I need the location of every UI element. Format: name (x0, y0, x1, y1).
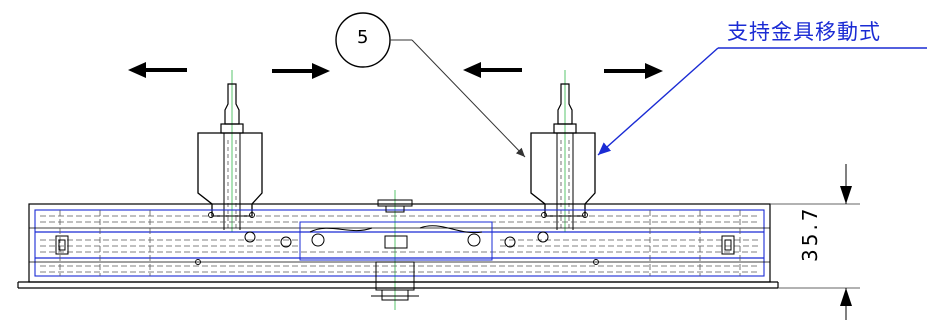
dimension-height-label: 35.7 (798, 205, 822, 262)
arrow-right-icon (272, 63, 330, 79)
left-support-fitting (197, 83, 263, 230)
motion-arrows (128, 62, 663, 79)
end-blocks (55, 235, 735, 255)
movable-support-note: 支持金具移動式 (727, 20, 881, 44)
center-lines (231, 70, 566, 310)
height-dimension (770, 164, 860, 320)
arrow-right-icon (604, 63, 663, 79)
central-mechanism (244, 199, 549, 301)
balloon-number: 5 (357, 27, 369, 48)
right-support-fitting (530, 83, 596, 230)
arrow-left-icon (128, 62, 187, 78)
hardware-markers (195, 212, 599, 265)
hidden-lines (40, 210, 760, 276)
arrow-left-icon (463, 62, 522, 78)
balloon-callout (335, 12, 526, 158)
note-leader (597, 47, 927, 156)
